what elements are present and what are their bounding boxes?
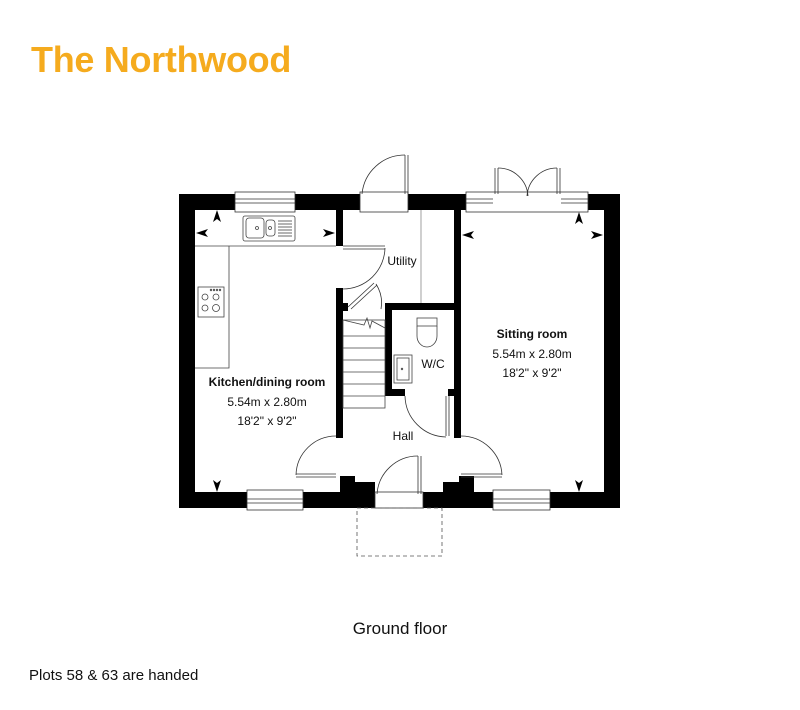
handed-plots-note: Plots 58 & 63 are handed <box>29 667 199 684</box>
page-title: The Northwood <box>31 39 292 80</box>
room-dimensions-metric: 5.54m x 2.80m <box>227 395 306 409</box>
room-dimensions-metric: 5.54m x 2.80m <box>492 347 571 361</box>
arrow-left-icon <box>462 231 474 239</box>
room-wc: W/C <box>421 357 445 371</box>
arrow-down-icon <box>213 480 221 492</box>
exterior-walls <box>179 194 620 508</box>
basin-icon <box>393 354 413 384</box>
arrow-left-icon <box>196 229 208 237</box>
porch-outline <box>356 507 443 557</box>
doors <box>295 154 561 509</box>
room-dimensions-imperial: 18'2" x 9'2" <box>237 414 296 428</box>
hob-icon <box>197 286 225 318</box>
arrow-right-icon <box>591 231 603 239</box>
windows <box>234 191 589 511</box>
room-name: Sitting room <box>497 327 568 341</box>
arrow-right-icon <box>323 229 335 237</box>
room-sitting: Sitting room 5.54m x 2.80m 18'2" x 9'2" <box>492 327 571 380</box>
dimension-arrows <box>196 210 603 492</box>
room-name: Utility <box>387 254 416 268</box>
room-name: Hall <box>393 429 414 443</box>
room-kitchen-dining: Kitchen/dining room 5.54m x 2.80m 18'2" … <box>209 375 326 428</box>
interior-walls <box>336 210 461 438</box>
room-name: Kitchen/dining room <box>209 375 326 389</box>
arrow-up-icon <box>575 212 583 224</box>
room-utility: Utility <box>387 254 416 268</box>
arrow-down-icon <box>575 480 583 492</box>
toilet-icon <box>416 317 438 348</box>
floor-label-text: Ground floor <box>352 619 448 638</box>
staircase-icon <box>342 316 386 409</box>
room-name: W/C <box>421 357 445 371</box>
room-hall: Hall <box>393 429 414 443</box>
floor-label: Ground floor <box>0 619 800 639</box>
room-dimensions-imperial: 18'2" x 9'2" <box>502 366 561 380</box>
fixtures <box>195 210 438 409</box>
sink-icon <box>242 215 296 242</box>
arrow-up-icon <box>213 210 221 222</box>
